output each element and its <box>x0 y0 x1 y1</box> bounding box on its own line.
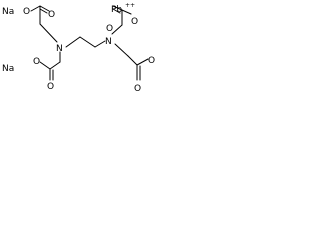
sodium-label-bottom: Na <box>2 64 14 74</box>
lead-charge-label: ++ <box>125 2 135 9</box>
bond-n2-ch2-top <box>111 24 123 35</box>
bond-n2-ch2-bottom <box>114 43 129 57</box>
bond-ch2-n1-top <box>39 23 58 43</box>
oxygen-label-bottom-left-oxide: O <box>33 57 40 67</box>
oxygen-label-top-right-oxide: O <box>131 17 138 27</box>
oxygen-label-bottom-right-carbonyl: O <box>134 84 141 94</box>
sodium-label-top: Na <box>2 7 14 17</box>
bond-ch2-c-bottom-left <box>49 61 61 70</box>
bond-c-o-bottom-left-oxide <box>39 61 51 70</box>
oxygen-label-top-left-oxide: O <box>23 7 30 17</box>
bond-ethylene-n2 <box>94 40 106 48</box>
chemical-structure-canvas: Na O O N N Na O O Pb ++ O O O O <box>0 0 162 101</box>
edta-lead-disodium-structure: Na O O N N Na O O Pb ++ O O O O <box>2 2 155 94</box>
bond-ethylene <box>79 36 96 48</box>
bond-c-o-bottom-right-oxide <box>136 58 149 66</box>
oxygen-label-top-left-carbonyl: O <box>48 10 55 20</box>
bond-c-o-top-right-b <box>112 8 121 14</box>
bond-o-c-top-left <box>30 5 41 12</box>
bond-c-o-double-top-left-a <box>39 5 50 12</box>
bond-ch2-c-bottom-right <box>127 55 138 66</box>
nitrogen-label-right: N <box>105 37 112 47</box>
bond-c-o-top-right-oxide <box>121 9 132 15</box>
bond-c-o-double-top-left-b <box>39 8 48 14</box>
oxygen-label-bottom-left-carbonyl: O <box>47 82 54 92</box>
oxygen-label-top-right-carbonyl: O <box>106 24 113 34</box>
bond-c-o-top-right-a <box>112 5 123 11</box>
oxygen-label-bottom-right-oxide: O <box>148 56 155 66</box>
lead-label: Pb <box>111 5 122 15</box>
bond-n1-ethylene <box>65 36 81 48</box>
nitrogen-label-left: N <box>56 44 63 54</box>
